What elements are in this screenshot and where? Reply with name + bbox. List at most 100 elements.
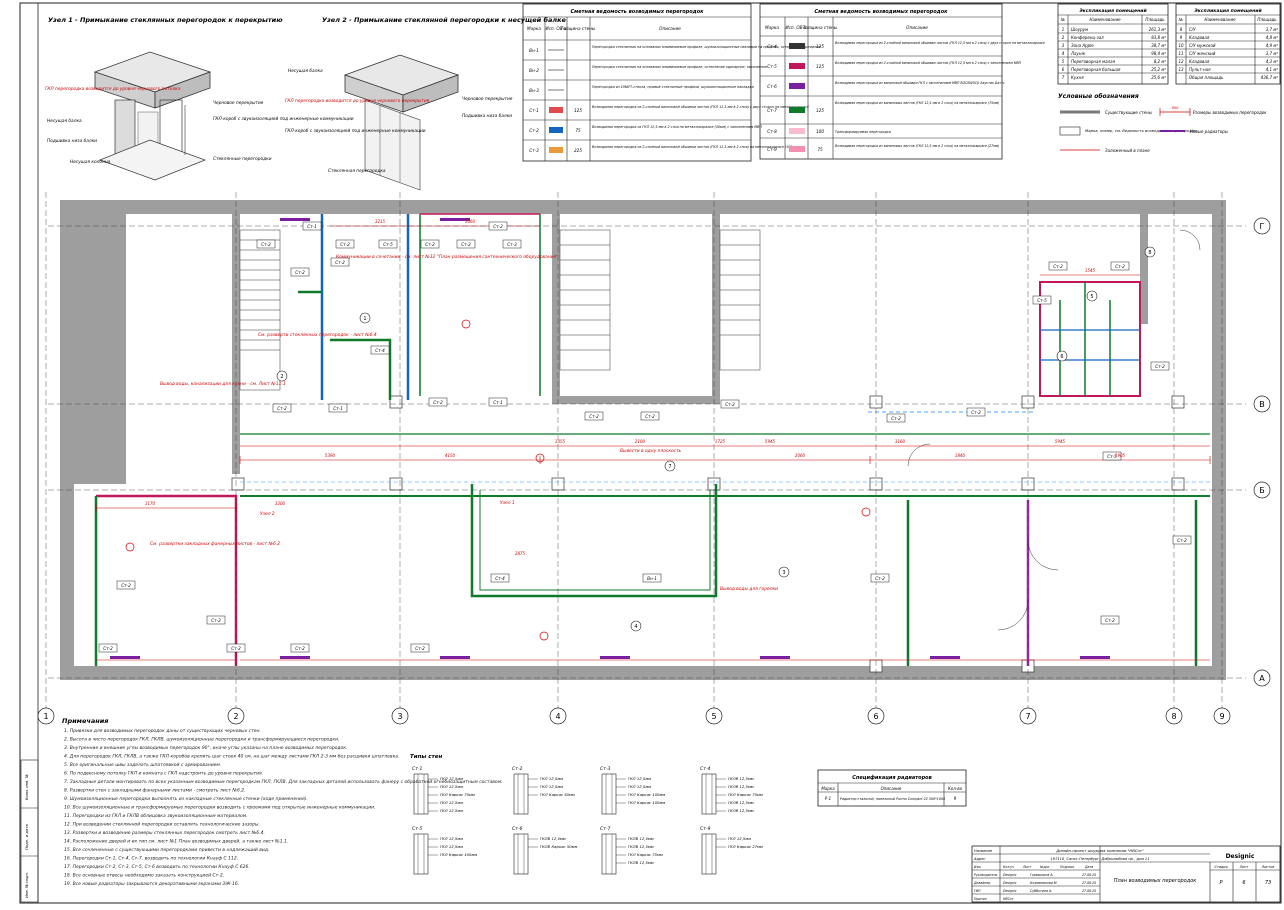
- note-line: 16. Перегородки Ст-1, Ст-4, Ст-7, возвод…: [64, 856, 238, 862]
- room-name: С/У: [1189, 27, 1196, 32]
- grid-bubble-row: В: [1253, 395, 1271, 413]
- node-1-label: ГКЛ-короб с звукоизоляцией под инженерны…: [213, 116, 354, 122]
- wall-type-layer: ГКЛ 12,5мм: [440, 844, 463, 849]
- plan-annotations: Коммуникации в сочетании - см. лист №12 …: [125, 254, 871, 641]
- room-name: Конференц-зал: [1071, 35, 1104, 40]
- wall-type-layer: ГКЛ Каркас 100мм: [440, 852, 477, 857]
- note-line: 1. Привязки для возводимых перегородок д…: [64, 728, 261, 734]
- grid-bubble-col: 2: [227, 707, 245, 725]
- node-2-label: ГКЛ перегородка возводится до уровня чер…: [285, 98, 430, 104]
- note-line: 3. Внутренние и внешние углы возводимых …: [64, 745, 347, 751]
- partition-tag: Ст-1: [302, 221, 322, 231]
- room-area: 38,7 м²: [1151, 43, 1166, 48]
- partition-tag: Ст-2: [335, 239, 355, 249]
- room-area: 83,8 м²: [1151, 35, 1166, 40]
- partition-tag: Ст-2: [1110, 261, 1130, 271]
- row-thick: 75: [575, 128, 581, 133]
- room-num: 7: [1062, 75, 1065, 80]
- wall-type-layer: ГКЛ Каркас 100мм: [628, 792, 665, 797]
- room-area: 4,3 м²: [1266, 59, 1279, 64]
- partition-tag-label: Ст-2: [1155, 364, 1165, 369]
- radiator-spec: Спецификация радиаторов Марка Описание К…: [817, 769, 967, 807]
- legend-item: Новые радиаторы: [1190, 129, 1228, 134]
- dimension-text: 3215: [375, 219, 386, 224]
- wall-type-layer: ГКЛ 12,5мм: [628, 784, 651, 789]
- room-marker-num: 7: [668, 464, 671, 470]
- wall-type-layer: ГКЛВ 12,5мм: [728, 800, 754, 805]
- row-thick: 100: [816, 129, 824, 134]
- partition-tag-label: Ст-1: [333, 406, 343, 411]
- note-line: 19. Все новые радиаторы закрываются деко…: [64, 881, 239, 887]
- stamp-role: Руководитель: [974, 873, 998, 877]
- radiator-mark: Р-1: [825, 796, 831, 801]
- partition-tag-label: Ст-2: [725, 402, 735, 407]
- wall-type-layer: ГКЛ 12,5мм: [728, 836, 751, 841]
- stamp-label: Кол.уч: [1003, 865, 1014, 869]
- partition-tag-label: Ст-2: [645, 414, 655, 419]
- room-area: 4,8 м²: [1266, 35, 1279, 40]
- partition-tag: Ст-4: [370, 345, 390, 355]
- note-line: 13. Развертки и возведение размеры стекл…: [64, 830, 265, 836]
- room-name: Шоурум: [1071, 27, 1088, 32]
- room-num: 13: [1178, 67, 1184, 72]
- stamp-sheet-title: План возводимых перегородок: [1114, 878, 1197, 884]
- grid-label: Г: [1260, 222, 1265, 231]
- grid-bubble-row: Г: [1253, 217, 1271, 235]
- col-header: №: [1060, 17, 1065, 22]
- row-desc: Возводимая перегородка из 2-слойной вини…: [835, 61, 1022, 65]
- wall-type-layer: ГКЛ 12,5мм: [440, 784, 463, 789]
- grid-label: А: [1259, 674, 1265, 683]
- row-mark: Ст-7: [767, 108, 777, 113]
- room-num: 4: [1062, 51, 1065, 56]
- grid-label: 1: [43, 712, 48, 721]
- legend-item: Заложенный в плане: [1105, 148, 1150, 153]
- stamp-label-address: Адрес: [973, 857, 985, 861]
- grid-bubble-col: 3: [391, 707, 409, 725]
- grid-bubble-col: 7: [1019, 707, 1037, 725]
- room-marker: 7: [664, 460, 676, 472]
- dimension-text: 5390: [325, 453, 336, 458]
- radiator-desc: Радиатор стальной, панельный Purmo Compa…: [840, 797, 945, 801]
- stamp-label: №док: [1039, 865, 1049, 869]
- partition-tag: Ст-2: [410, 643, 430, 653]
- room-area: 98,4 м²: [1151, 51, 1166, 56]
- dimension-text: 2100: [635, 439, 646, 444]
- partition-tag: Ст-2: [116, 580, 136, 590]
- grid-label: 3: [397, 712, 402, 721]
- wall-schedule-right: Сметная ведомость возводимых перегородок…: [759, 3, 1045, 160]
- notes-block: Примечания 1. Привязки для возводимых пе…: [62, 717, 503, 887]
- dimension-text: 1060: [465, 219, 476, 224]
- note-line: 17. Перегородки Ст-2, Ст-3, Ст-5, Ст-6 в…: [64, 864, 250, 870]
- partition-tag: Ст-2: [1150, 361, 1170, 371]
- wall-type-layer: ГКЛ 12,5мм: [440, 808, 463, 813]
- room-num: 2: [1062, 35, 1065, 40]
- partition-tag-label: Ст-2: [261, 242, 271, 247]
- row-mark: Вн-1: [529, 48, 539, 53]
- wall-type-layer: ГКЛВ Каркас 50мм: [540, 844, 578, 849]
- col-header: Описание: [906, 25, 928, 30]
- grid-label: В: [1259, 400, 1265, 409]
- rooms-left-title: Экспликация помещений: [1079, 8, 1147, 14]
- stamp-label: Подпись: [1060, 865, 1074, 869]
- grid-bubble-col: 8: [1165, 707, 1183, 725]
- note-line: 14. Расположение дверей и их тип см. лис…: [64, 839, 288, 845]
- room-marker: 1: [359, 312, 371, 324]
- col-header: Описание: [659, 26, 681, 31]
- room-area: 261,3 м²: [1149, 27, 1167, 32]
- partition-tag: Ст-2: [1048, 261, 1068, 271]
- stamp-label-name: Название: [974, 849, 993, 853]
- wall-type-layer: ГКЛВ 12,5мм: [628, 836, 654, 841]
- col-header: Наименование: [1089, 17, 1121, 22]
- stamp-label: Лист: [1022, 865, 1031, 869]
- partition-tag: Ст-2: [272, 403, 292, 413]
- legend-title: Условные обозначения: [1058, 93, 1139, 100]
- col-header: Площадь: [1145, 17, 1165, 22]
- legend-dim-sample: 800: [1172, 106, 1180, 110]
- wall-schedule-left: Сметная ведомость возводимых перегородок…: [522, 3, 821, 162]
